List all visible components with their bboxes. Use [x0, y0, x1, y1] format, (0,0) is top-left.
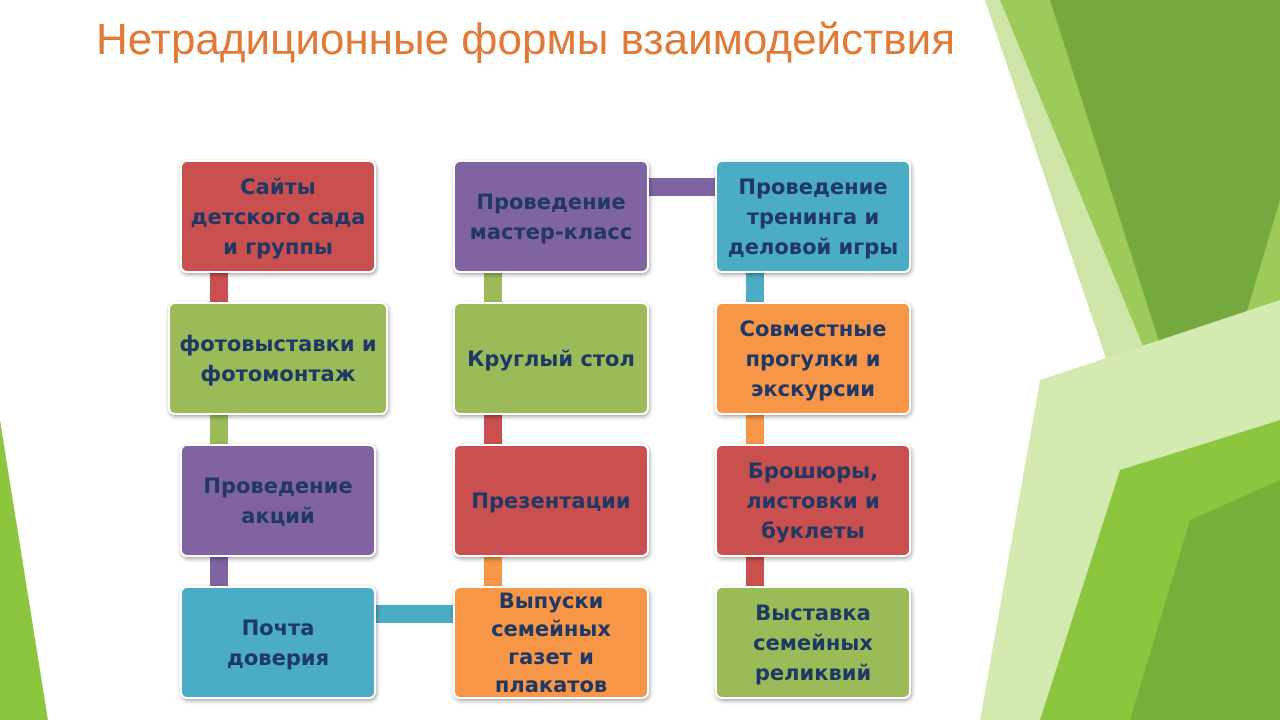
box-relics-label: Выставка семейных реликвий: [753, 600, 873, 685]
connector-walks-brochures: [746, 414, 764, 445]
box-presentations: Презентации: [453, 444, 649, 557]
connector-master-training: [648, 178, 716, 196]
box-sites-label: Сайты детского сада и группы: [190, 174, 366, 259]
connector-master-round-table: [484, 272, 502, 303]
box-presentations-label: Презентации: [471, 488, 631, 513]
box-master-label: Проведение мастер-класс: [469, 189, 633, 244]
connector-actions-mail: [210, 556, 228, 587]
connector-presentations-newspapers: [484, 556, 502, 587]
slide-title: Нетрадиционные формы взаимодействия: [96, 15, 956, 64]
box-walks-label: Совместные прогулки и экскурсии: [739, 316, 887, 401]
box-brochures-label: Брошюры, листовки и буклеты: [746, 458, 880, 543]
box-photo: фотовыставки и фотомонтаж: [168, 302, 388, 415]
box-mail: Почта доверия: [180, 586, 376, 699]
box-mail-label: Почта доверия: [226, 615, 330, 670]
box-actions: Проведение акций: [180, 444, 376, 557]
box-newspapers: Выпуски семейных газет и плакатов: [453, 586, 649, 699]
box-round-table: Круглый стол: [453, 302, 649, 415]
decor-shape-bottom-dark: [1130, 480, 1280, 720]
box-relics: Выставка семейных реликвий: [715, 586, 911, 699]
box-newspapers-label: Выпуски семейных газет и плакатов: [491, 588, 611, 697]
box-round-table-label: Круглый стол: [467, 346, 635, 371]
box-actions-label: Проведение акций: [203, 473, 353, 528]
decor-shape-left: [0, 420, 48, 720]
box-walks: Совместные прогулки и экскурсии: [715, 302, 911, 415]
box-training: Проведение тренинга и деловой игры: [715, 160, 911, 273]
connector-round-table-presentations: [484, 414, 502, 445]
connector-training-walks: [746, 272, 764, 303]
box-sites: Сайты детского сада и группы: [180, 160, 376, 273]
box-training-label: Проведение тренинга и деловой игры: [727, 174, 899, 259]
box-brochures: Брошюры, листовки и буклеты: [715, 444, 911, 557]
connector-mail-newspapers: [375, 605, 455, 623]
connector-sites-photo: [210, 272, 228, 303]
box-master: Проведение мастер-класс: [453, 160, 649, 273]
connector-photo-actions: [210, 414, 228, 445]
box-photo-label: фотовыставки и фотомонтаж: [179, 331, 377, 386]
connector-brochures-relics: [746, 556, 764, 587]
